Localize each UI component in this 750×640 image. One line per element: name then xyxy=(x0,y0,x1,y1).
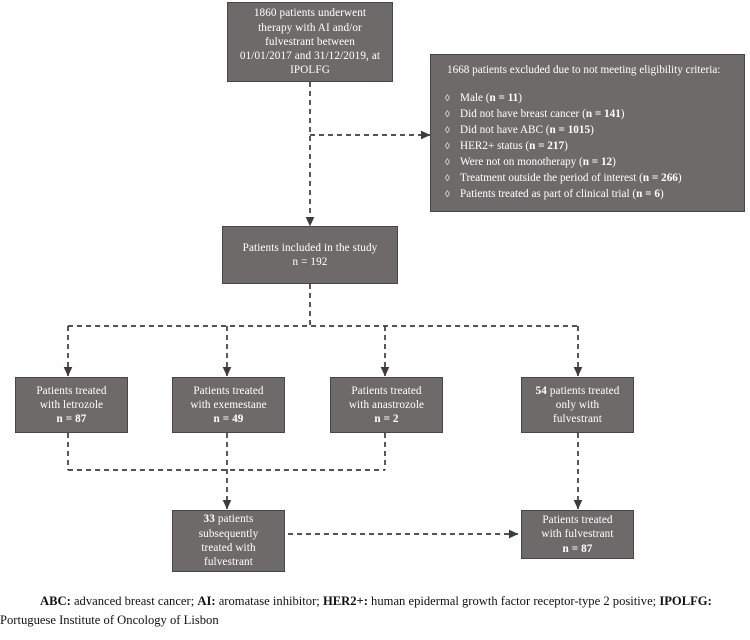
fulvestrant-total-line-1: Patients treated xyxy=(542,514,613,526)
diamond-bullet-icon: ◊ xyxy=(445,157,450,168)
list-item: ◊ Treatment outside the period of intere… xyxy=(445,171,744,186)
diamond-bullet-icon: ◊ xyxy=(445,189,450,200)
caption-def-abc: advanced breast cancer; xyxy=(70,594,198,608)
subsequent-line-2: subsequently xyxy=(198,527,259,540)
node-anastrozole: Patients treated with anastrozole n = 2 xyxy=(330,377,443,433)
subsequent-line-4: fulvestrant xyxy=(204,556,253,569)
caption-abbr-her2: HER2+: xyxy=(322,594,368,608)
source-cohort-line-5: IPOLFG xyxy=(290,64,330,77)
list-item: ◊ Did not have breast cancer (n = 141) xyxy=(445,107,744,122)
list-item: ◊ Male (n = 11) xyxy=(445,91,744,106)
fulvestrant-total-line-2: with fulvestrant xyxy=(541,528,614,541)
fulvestrant-only-line-2: only with xyxy=(555,398,600,411)
list-item: ◊ Patients treated as part of clinical t… xyxy=(445,187,744,202)
exemestane-line-1: Patients treated xyxy=(193,384,264,397)
caption-abbr-ai: AI: xyxy=(197,594,216,608)
excluded-item-text: HER2+ status (n = 217) xyxy=(460,139,568,152)
anastrozole-line-1: Patients treated xyxy=(351,384,422,397)
diamond-bullet-icon: ◊ xyxy=(445,109,450,120)
figure-caption-abbreviations: ABC: advanced breast cancer; AI: aromata… xyxy=(0,592,750,630)
list-item: ◊ HER2+ status (n = 217) xyxy=(445,139,744,154)
caption-def-ai: aromatase inhibitor; xyxy=(215,594,323,608)
node-fulvestrant-only: 54 patients treated only with fulvestran… xyxy=(521,377,634,433)
source-cohort-line-1: 1860 patients underwent xyxy=(253,7,367,20)
excluded-item-text: Did not have breast cancer (n = 141) xyxy=(460,107,625,120)
fulvestrant-only-line-3: fulvestrant xyxy=(553,413,602,426)
node-excluded-criteria: 1668 patients excluded due to not meetin… xyxy=(430,54,745,212)
node-fulvestrant-total: Patients treated with fulvestrant n = 87 xyxy=(521,510,634,559)
list-item: ◊ Did not have ABC (n = 1015) xyxy=(445,123,744,138)
diamond-bullet-icon: ◊ xyxy=(445,93,450,104)
anastrozole-count: n = 2 xyxy=(374,413,399,426)
excluded-item-text: Did not have ABC (n = 1015) xyxy=(460,123,594,136)
excluded-title: 1668 patients excluded due to not meetin… xyxy=(447,64,721,76)
node-letrozole: Patients treated with letrozole n = 87 xyxy=(15,377,128,433)
excluded-criteria-list: ◊ Male (n = 11) ◊ Did not have breast ca… xyxy=(431,91,744,202)
exemestane-count: n = 49 xyxy=(213,413,244,426)
flowchart-canvas: 1860 patients underwent therapy with AI … xyxy=(15,2,745,572)
caption-abbr-abc: ABC: xyxy=(40,594,71,608)
node-subsequent-fulvestrant: 33 patients subsequently treated with fu… xyxy=(172,510,285,572)
anastrozole-line-2: with anastrozole xyxy=(348,398,425,411)
letrozole-count: n = 87 xyxy=(56,413,87,426)
subsequent-line-1: 33 patients xyxy=(203,513,254,526)
caption-def-ipolfg: Portuguese Institute of Oncology of Lisb… xyxy=(0,613,219,628)
node-source-cohort: 1860 patients underwent therapy with AI … xyxy=(227,2,393,82)
subsequent-line-3: treated with xyxy=(201,542,256,554)
source-cohort-line-3: fulvestrant between xyxy=(265,35,355,48)
diamond-bullet-icon: ◊ xyxy=(445,141,450,152)
diamond-bullet-icon: ◊ xyxy=(445,173,450,184)
diamond-bullet-icon: ◊ xyxy=(445,125,450,136)
fulvestrant-total-count: n = 87 xyxy=(562,542,593,555)
letrozole-line-1: Patients treated xyxy=(36,384,107,397)
node-exemestane: Patients treated with exemestane n = 49 xyxy=(172,377,285,433)
caption-abbr-ipolfg: IPOLFG: xyxy=(659,594,712,608)
source-cohort-line-4: 01/01/2017 and 31/12/2019, at xyxy=(239,50,381,63)
included-line-1: Patients included in the study xyxy=(242,241,378,254)
node-patients-included: Patients included in the study n = 192 xyxy=(222,226,398,284)
letrozole-line-2: with letrozole xyxy=(39,398,104,411)
excluded-item-text: Male (n = 11) xyxy=(460,91,523,104)
included-line-2: n = 192 xyxy=(292,256,328,268)
caption-def-her2: human epidermal growth factor receptor-t… xyxy=(367,594,660,608)
source-cohort-line-2: therapy with AI and/or xyxy=(258,21,362,34)
exemestane-line-2: with exemestane xyxy=(190,398,267,411)
excluded-item-text: Were not on monotherapy (n = 12) xyxy=(460,155,616,168)
fulvestrant-only-line-1: 54 patients treated xyxy=(535,384,620,397)
excluded-item-text: Patients treated as part of clinical tri… xyxy=(460,187,664,200)
excluded-item-text: Treatment outside the period of interest… xyxy=(460,171,682,184)
list-item: ◊ Were not on monotherapy (n = 12) xyxy=(445,155,744,170)
